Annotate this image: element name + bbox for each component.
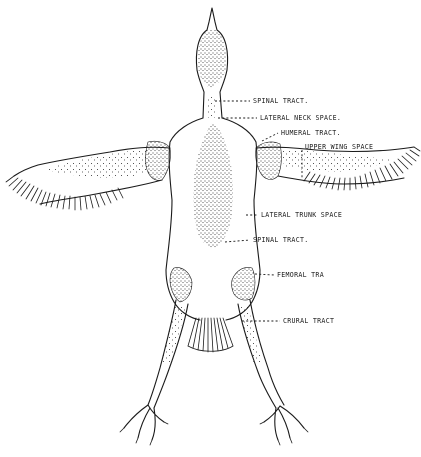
label-upper-wing-space: UPPER WING SPACE <box>305 143 373 151</box>
femoral-tract-right <box>232 268 255 301</box>
label-spinal-tract-neck: SPINAL TRACT. <box>253 97 309 105</box>
legs <box>120 300 308 445</box>
head-and-neck <box>196 8 227 118</box>
label-lateral-neck-space: LATERAL NECK SPACE. <box>260 114 341 122</box>
label-femoral-tract: FEMORAL TRA <box>277 271 324 279</box>
femoral-tract-left <box>170 268 192 302</box>
label-humeral-tract: HUMERAL TRACT. <box>281 129 341 137</box>
label-spinal-tract-trunk: SPINAL TRACT. <box>253 236 309 244</box>
left-wing <box>6 147 170 210</box>
label-crural-tract: CRURAL TRACT <box>283 317 334 325</box>
label-lateral-trunk-space: LATERAL TRUNK SPACE <box>261 211 342 219</box>
tail-fan <box>188 318 233 352</box>
spinal-tract-trunk-area <box>193 122 233 248</box>
